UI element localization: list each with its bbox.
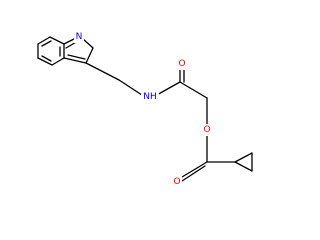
bond — [118, 79, 146, 98]
structure-drawing: N NH O O O — [37, 31, 253, 188]
bond — [51, 57, 65, 66]
bond — [234, 152, 253, 163]
amide-nitrogen-label: NH — [143, 92, 157, 102]
bond — [63, 57, 87, 64]
bond — [234, 161, 253, 172]
bond — [179, 81, 208, 99]
double-bond — [41, 40, 52, 47]
bond — [37, 36, 51, 45]
carbonyl-oxygen-label: O — [173, 177, 180, 187]
molecule-diagram: N NH O O O — [37, 31, 253, 188]
atom-labels: N NH O O O — [74, 31, 212, 188]
bond — [154, 81, 181, 97]
amide-oxygen-label: O — [178, 59, 185, 69]
ester-oxygen-label: O — [203, 125, 210, 135]
double-bond — [181, 165, 206, 182]
double-bond — [67, 54, 86, 60]
bond — [49, 36, 65, 45]
bond — [85, 62, 120, 81]
bond — [181, 161, 208, 178]
bond — [85, 47, 94, 64]
bonds — [37, 36, 253, 182]
double-bond — [41, 55, 52, 62]
bond — [37, 57, 53, 66]
ring-nitrogen-label: N — [76, 32, 83, 42]
